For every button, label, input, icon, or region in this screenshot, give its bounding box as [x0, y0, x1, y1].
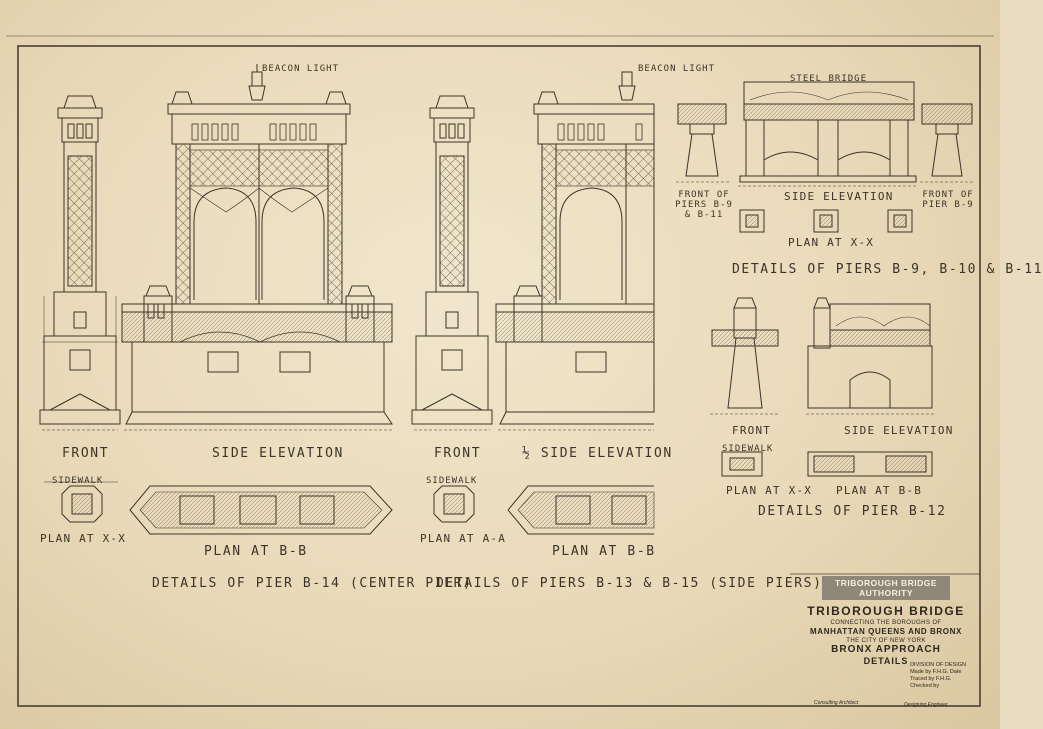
title-block: TRIBOROUGH BRIDGE AUTHORITY TRIBOROUGH B…	[800, 568, 972, 718]
front-b12	[710, 297, 780, 415]
checked-by-text: Checked by	[910, 683, 940, 689]
front-b12-caption: FRONT	[732, 424, 772, 437]
beacon-light-label: BEACON LIGHT	[638, 64, 716, 74]
plan-bb-b12-caption: PLAN AT B-B	[836, 484, 923, 497]
sheet-title: DETAILS	[863, 656, 909, 666]
side-elevation-b12	[806, 297, 934, 415]
plan-bb-b14	[129, 485, 393, 535]
plan-xx-b14	[44, 481, 118, 523]
approach-name: BRONX APPROACH	[831, 644, 941, 655]
plan-bb-b13-caption: PLAN AT B-B	[552, 544, 656, 559]
division-text: DIVISION OF DESIGN	[910, 662, 966, 668]
city-text: THE CITY OF NEW YORK	[846, 638, 926, 644]
front-piers-b9-caption: FRONT OF PIERS B-9 & B-11	[675, 190, 733, 220]
boroughs-text: MANHATTAN QUEENS AND BRONX	[810, 627, 962, 636]
plan-bb-b12	[807, 451, 933, 477]
plan-bb-b14-caption: PLAN AT B-B	[204, 544, 308, 559]
details-b9-caption: DETAILS OF PIERS B-9, B-10 & B-11	[732, 262, 1043, 277]
connecting-text: CONNECTING THE BOROUGHS OF	[830, 620, 942, 626]
front-piers-b9	[676, 103, 730, 183]
front-tower-b13	[411, 95, 493, 431]
engineer-caption: Designing Engineer	[904, 702, 948, 708]
credits-block: DIVISION OF DESIGN Made by F.H.G. Date T…	[910, 662, 966, 690]
sheet-border	[6, 35, 994, 707]
bridge-name: TRIBOROUGH BRIDGE	[807, 604, 965, 618]
front-pier-b9	[920, 103, 974, 183]
plan-xx-b14-caption: PLAN AT X-X	[40, 532, 127, 545]
traced-by-text: Traced by F.H.G.	[910, 676, 952, 682]
plan-aa-caption: PLAN AT A-A	[420, 532, 507, 545]
authority-name: TRIBOROUGH BRIDGE AUTHORITY	[822, 576, 950, 600]
sidewalk-label: SIDEWALK	[722, 444, 774, 454]
half-side-elevation-b13	[495, 71, 655, 431]
pier-details-drawing	[6, 35, 994, 707]
architect-caption: Consulting Architect	[814, 700, 859, 706]
plan-aa-b13	[433, 485, 475, 523]
details-b13-caption: DETAILS OF PIERS B-13 & B-15 (SIDE PIERS…	[436, 576, 823, 591]
details-b12-caption: DETAILS OF PIER B-12	[758, 504, 947, 519]
details-b14-caption: DETAILS OF PIER B-14 (CENTER PIER)	[152, 576, 473, 591]
side-elevation-b14-caption: SIDE ELEVATION	[212, 446, 344, 461]
side-elevation-b9	[738, 81, 918, 187]
plan-bb-b13	[507, 485, 655, 535]
front-pier-b9-caption: FRONT OF PIER B-9	[922, 190, 974, 210]
beacon-light-label: BEACON LIGHT	[262, 64, 340, 74]
steel-bridge-label: STEEL BRIDGE	[790, 74, 868, 84]
plan-xx-b9	[739, 209, 913, 233]
sidewalk-label: SIDEWALK	[426, 476, 478, 486]
side-elevation-b14	[121, 64, 394, 431]
plan-xx-b12	[721, 451, 763, 477]
half-side-elevation-caption: ½ SIDE ELEVATION	[522, 446, 673, 461]
made-by-text: Made by F.H.G. Date	[910, 669, 962, 675]
side-elevation-b12-caption: SIDE ELEVATION	[844, 424, 954, 437]
front-b13-caption: FRONT	[434, 446, 482, 461]
side-elevation-b9-caption: SIDE ELEVATION	[784, 190, 894, 203]
front-tower-b14	[39, 95, 121, 431]
plan-xx-b12-caption: PLAN AT X-X	[726, 484, 813, 497]
plan-xx-b9-caption: PLAN AT X-X	[788, 236, 875, 249]
sidewalk-label: SIDEWALK	[52, 476, 104, 486]
front-b14-caption: FRONT	[62, 446, 110, 461]
